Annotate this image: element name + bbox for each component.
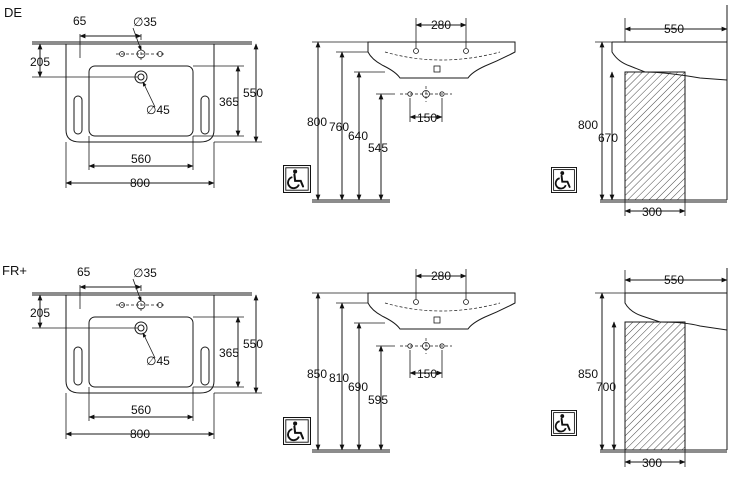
dim-280-frplus: 280 (431, 269, 451, 283)
dim-700-frplus: 700 (596, 380, 616, 394)
front-view-de: 280 800 760 640 545 150 (283, 18, 516, 203)
front-view-frplus: 280 850 810 690 595 150 (283, 269, 516, 453)
dim-550-side-frplus: 550 (664, 273, 684, 287)
dim-595-frplus: 595 (368, 393, 388, 407)
dim-640-de: 640 (348, 129, 368, 143)
side-view-de: 550 800 670 300 (551, 5, 728, 219)
wheelchair-icon (283, 165, 311, 193)
dim-65-de: 65 (73, 14, 87, 28)
dim-365-de: 365 (219, 95, 239, 109)
dim-300-frplus: 300 (642, 456, 662, 470)
dim-550-de: 550 (243, 86, 263, 100)
dim-205-de: 205 (30, 55, 50, 69)
dim-365-frplus: 365 (219, 346, 239, 360)
side-view-frplus: 550 850 700 300 (551, 268, 728, 470)
section-label-de: DE (4, 5, 22, 20)
dim-35-frplus: ∅35 (133, 266, 157, 280)
dim-545-de: 545 (368, 141, 388, 155)
dim-800-side-de: 800 (578, 118, 598, 132)
dim-150-de: 150 (417, 111, 437, 125)
dim-560-de: 560 (131, 152, 151, 166)
dim-45-frplus: ∅45 (146, 354, 170, 368)
dim-65-frplus: 65 (77, 265, 91, 279)
section-label-frplus: FR+ (2, 263, 27, 278)
wheelchair-icon-frplus (283, 417, 311, 445)
section-frplus: FR+ 65 ∅35 205 ∅45 (2, 263, 728, 470)
top-view-de: 65 ∅35 205 ∅45 365 550 560 (30, 14, 263, 190)
dim-280-de: 280 (431, 18, 451, 32)
dim-150-frplus: 150 (417, 367, 437, 381)
dim-760-de: 760 (329, 120, 349, 134)
dim-550-side-de: 550 (664, 22, 684, 36)
dim-550-frplus: 550 (243, 337, 263, 351)
dim-850-side-frplus: 850 (578, 367, 598, 381)
dim-800-front-de: 800 (307, 115, 327, 129)
section-de: DE 65 ∅35 (4, 5, 728, 219)
dim-670-de: 670 (598, 131, 618, 145)
dim-810-frplus: 810 (329, 371, 349, 385)
dim-690-frplus: 690 (348, 380, 368, 394)
top-view-frplus: 65 ∅35 205 ∅45 365 550 560 800 (30, 265, 263, 441)
dim-35-de: ∅35 (133, 15, 157, 29)
dim-45-de: ∅45 (146, 103, 170, 117)
dim-560-frplus: 560 (131, 403, 151, 417)
wheelchair-icon-side-frplus (551, 410, 577, 436)
dim-850-front-frplus: 850 (307, 367, 327, 381)
dim-800-frplus: 800 (130, 427, 150, 441)
dim-300-de: 300 (642, 205, 662, 219)
wheelchair-icon-side (551, 167, 577, 193)
dim-800-de: 800 (130, 176, 150, 190)
dim-205-frplus: 205 (30, 306, 50, 320)
